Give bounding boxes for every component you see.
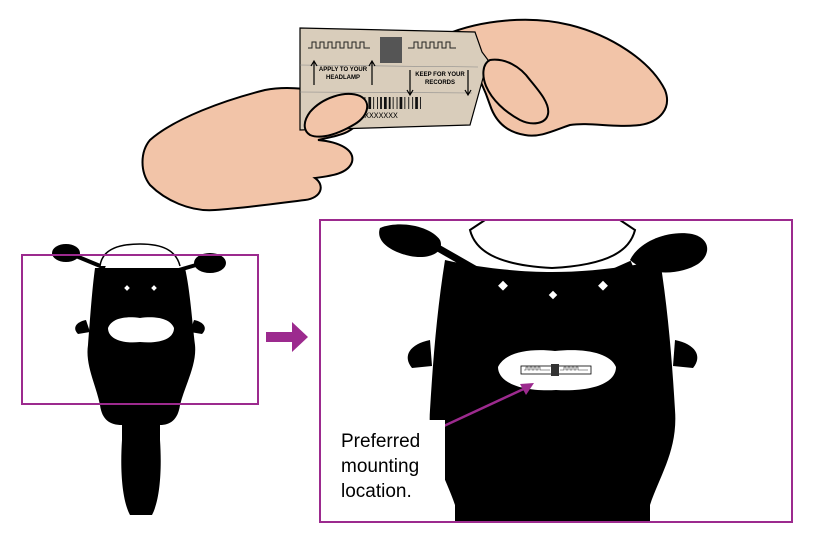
headlamp-small (108, 317, 174, 343)
callout-line1: Preferred (341, 431, 420, 452)
barcode-bar (392, 97, 394, 109)
callout-line3: location. (341, 481, 412, 502)
barcode-bar (415, 97, 418, 109)
barcode-bar (388, 97, 391, 109)
barcode-bar (373, 97, 375, 109)
up-arrow-icon (368, 59, 376, 85)
up-arrow-icon (310, 59, 318, 85)
barcode-bar (384, 97, 387, 109)
motorcycle-full (52, 243, 226, 515)
keep-text-line1: KEEP FOR YOUR (415, 72, 465, 78)
barcode-bar (408, 97, 410, 109)
zoom-frame-small (21, 254, 259, 405)
right-arrow-icon (266, 322, 308, 352)
rfid-chip (380, 37, 402, 63)
zoomed-view (379, 220, 708, 522)
keep-text-line2: RECORDS (425, 80, 455, 86)
left-thumb-icon (303, 93, 369, 138)
callout-line2: mounting (341, 456, 419, 477)
zoom-frame-large (319, 219, 793, 523)
barcode-bar (377, 97, 378, 109)
apply-text-line1: APPLY TO YOUR (319, 67, 368, 73)
apply-text-line2: HEADLAMP (326, 75, 360, 81)
antenna-pattern (308, 41, 456, 49)
down-arrow-icon (406, 70, 414, 97)
barcode-bar (404, 97, 406, 109)
barcode-bar (368, 97, 372, 109)
barcode-bar (420, 97, 421, 109)
serial-number: XXXXXXXXXXX (345, 112, 398, 121)
barcode-bar (412, 97, 414, 109)
down-arrow-icon (464, 70, 472, 97)
barcode-bar (396, 97, 398, 109)
hands-with-label: APPLY TO YOUR HEADLAMP KEEP FOR YOUR REC… (141, 18, 668, 212)
barcode-bar (380, 97, 382, 109)
barcode-bar (399, 97, 403, 109)
right-thumb-icon (482, 58, 550, 125)
